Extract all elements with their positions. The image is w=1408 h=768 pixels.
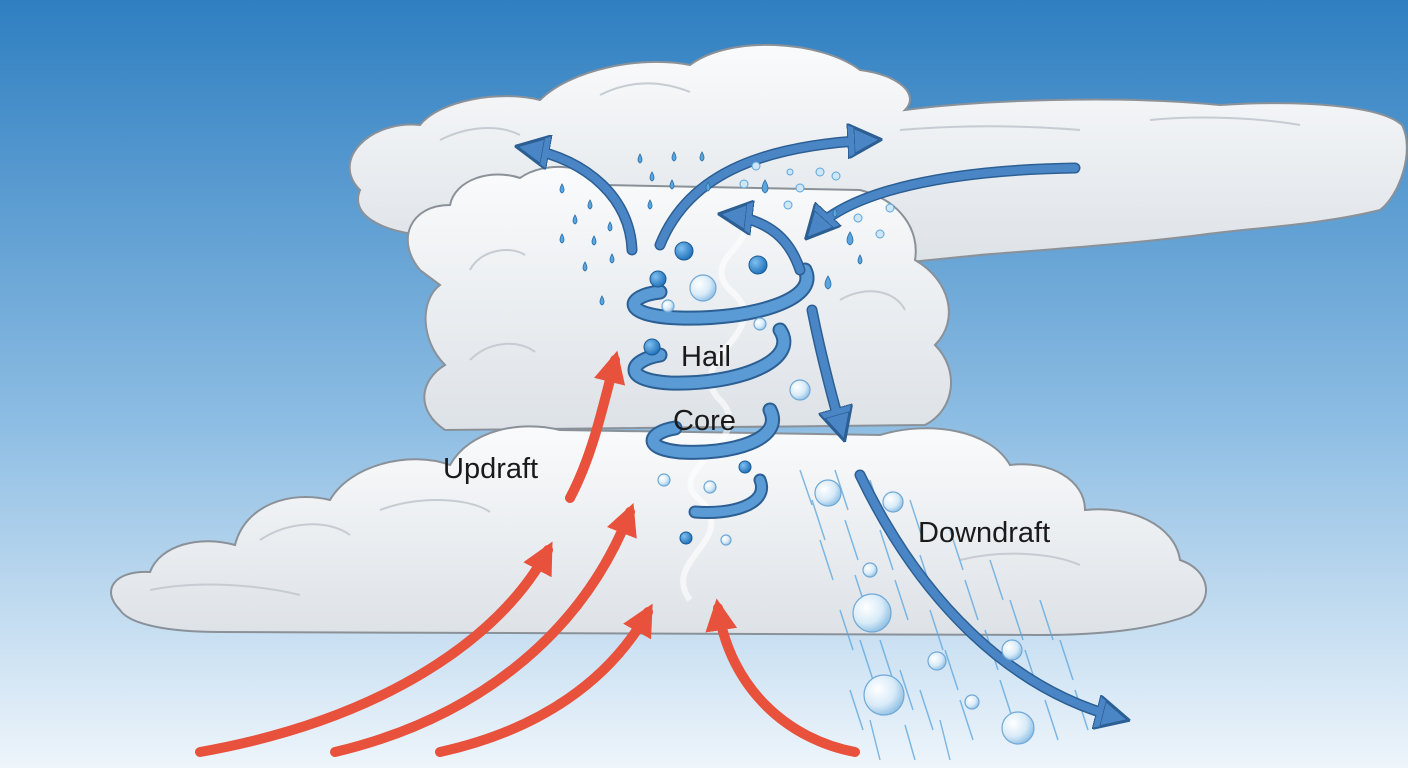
updraft-arrow-2 [195,541,553,757]
recirculation-arrow [728,215,804,274]
core-swirl [680,222,748,602]
updraft-arrows [195,350,860,757]
core-label: Core [673,405,736,437]
ice-pellets [643,241,768,545]
downdraft-arrow-upper [808,306,842,432]
small-droplets [739,161,895,239]
hail-label: Hail [681,341,731,373]
raindrops [559,151,863,306]
updraft-label: Updraft [443,453,538,485]
inflow-arrow-anvil [812,164,1079,232]
updraft-arrow-5 [705,598,860,757]
updraft-arrow-4 [435,603,653,757]
updraft-arrow-1 [565,350,626,503]
downdraft-arrow-lower [856,471,1120,718]
updraft-arrow-3 [330,503,637,757]
outflow-arrow-left [525,148,636,254]
hailstones [657,274,1035,745]
outflow-arrow-right [656,140,872,249]
downdraft-label: Downdraft [918,517,1050,549]
rotation-spiral [626,262,815,519]
downdraft-arrows [525,140,1120,718]
